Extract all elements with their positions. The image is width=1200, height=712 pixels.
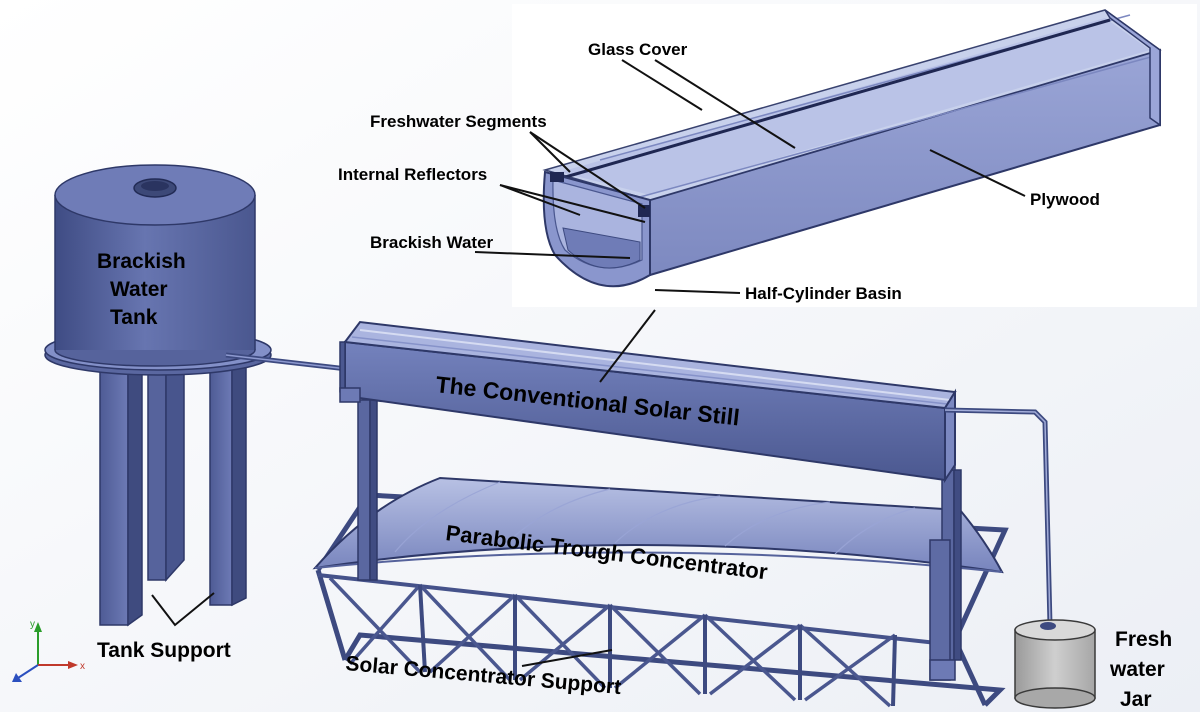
freshwater-outlet-pipe — [944, 407, 1053, 626]
jar-label-line3: Jar — [1120, 688, 1152, 711]
inset-labels: Glass Cover Freshwater Segments Internal… — [338, 40, 1100, 303]
tank-label-line1: Brackish — [97, 250, 186, 273]
axis-y-label: y — [30, 619, 35, 630]
tank-label-line2: Water — [110, 278, 168, 301]
inset-leaders — [474, 59, 1026, 383]
axis-x-label: x — [80, 661, 85, 672]
tank-support-label: Tank Support — [97, 639, 231, 662]
jar-label-line2: water — [1109, 658, 1165, 681]
still-detail-inset — [512, 4, 1197, 307]
brackish-water-tank: Brackish Water Tank — [44, 164, 357, 627]
tank-support-callout: Tank Support — [97, 592, 231, 662]
brackish-water-label: Brackish Water — [370, 233, 494, 252]
jar-label-line1: Fresh — [1115, 628, 1172, 651]
freshwater-jar: Fresh water Jar — [1014, 619, 1172, 711]
internal-reflectors-label: Internal Reflectors — [338, 165, 487, 184]
glass-cover-label: Glass Cover — [588, 40, 688, 59]
freshwater-segments-label: Freshwater Segments — [370, 112, 547, 131]
still-support-posts — [357, 399, 962, 681]
plywood-label: Plywood — [1030, 190, 1100, 209]
axis-triad: y x — [12, 619, 85, 682]
conventional-solar-still: The Conventional Solar Still — [339, 320, 957, 484]
tank-label-line3: Tank — [110, 306, 158, 329]
half-cylinder-basin-label: Half-Cylinder Basin — [745, 284, 902, 303]
tank-support-legs — [99, 353, 247, 627]
